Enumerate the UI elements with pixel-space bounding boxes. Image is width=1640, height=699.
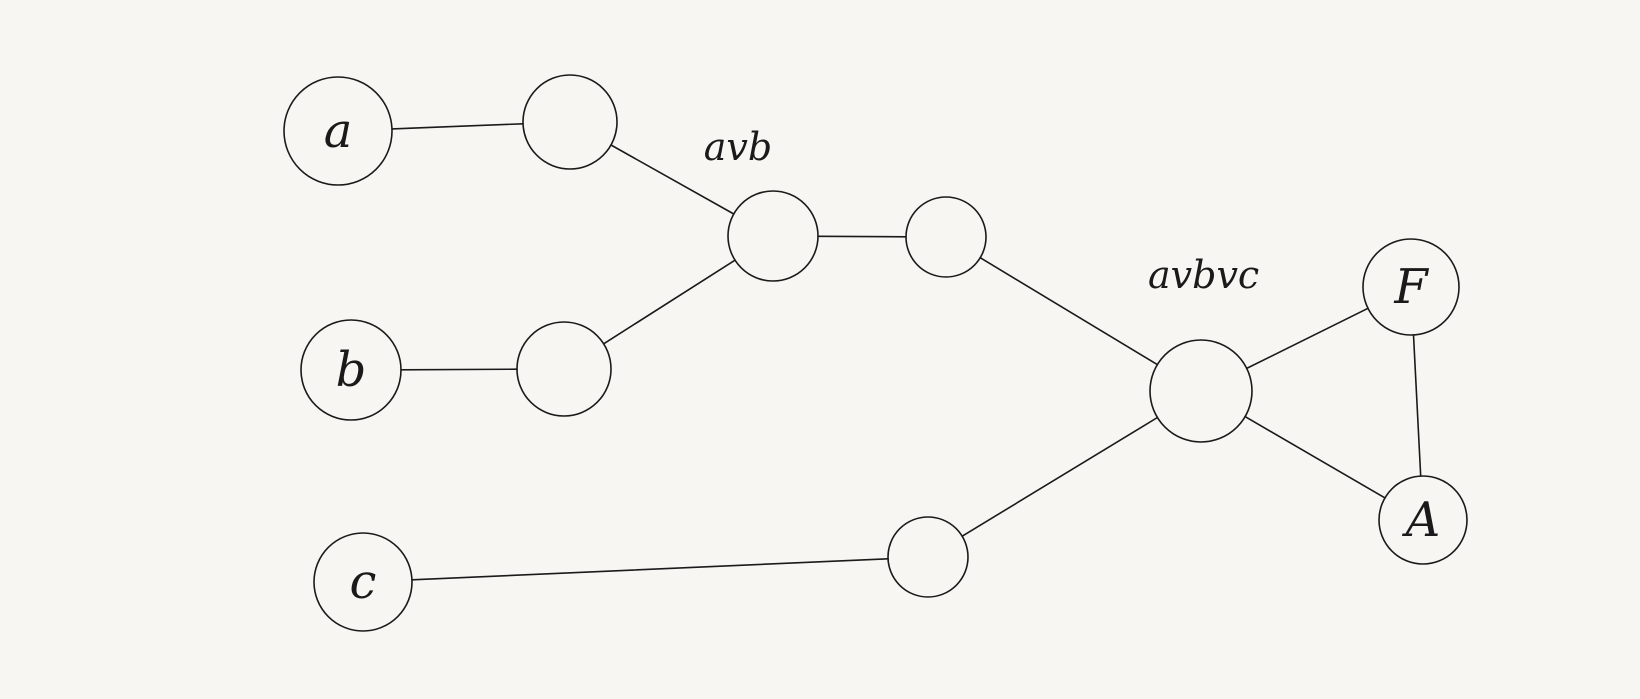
edge-F-A [1412,334,1422,477]
node-1 [522,74,618,170]
node-b: b [300,319,402,421]
edge-a-1 [391,123,524,130]
edge-2-3 [602,259,736,345]
node-circle [887,516,969,598]
node-4 [905,196,987,278]
node-label: c [350,554,377,610]
node-circle [727,190,819,282]
edge-b-2 [400,368,518,371]
edge-c-5 [411,557,889,581]
node-circle [283,76,393,186]
node-circle [1378,475,1468,565]
node-a: a [283,76,393,186]
edges-layer [391,123,1422,581]
node-label: F [1393,259,1429,315]
node-circle [1362,238,1460,336]
edge-5-6 [961,416,1159,538]
edge-3-4 [817,235,907,238]
node-3 [727,190,819,282]
node-circle [313,532,413,632]
node-label: b [336,342,367,398]
node-circle [905,196,987,278]
node-label: A [1402,492,1441,548]
node-c: c [313,532,413,632]
edge-6-A [1244,415,1386,499]
node-circle [1149,339,1253,443]
node-F: F [1362,238,1460,336]
node-label: a [324,103,353,159]
edge-1-3 [610,144,735,215]
node-A: A [1378,475,1468,565]
node-circle [300,319,402,421]
node-2 [516,321,612,417]
edge-6-F [1245,307,1369,370]
node-6 [1149,339,1253,443]
edge-4-6 [979,256,1159,366]
node-circle [522,74,618,170]
nodes-layer: a b c F A [283,74,1468,632]
node-circle [516,321,612,417]
node-5 [887,516,969,598]
annotation-avbvc: avbvc [1148,253,1259,297]
annotation-avb: avb [704,125,772,169]
